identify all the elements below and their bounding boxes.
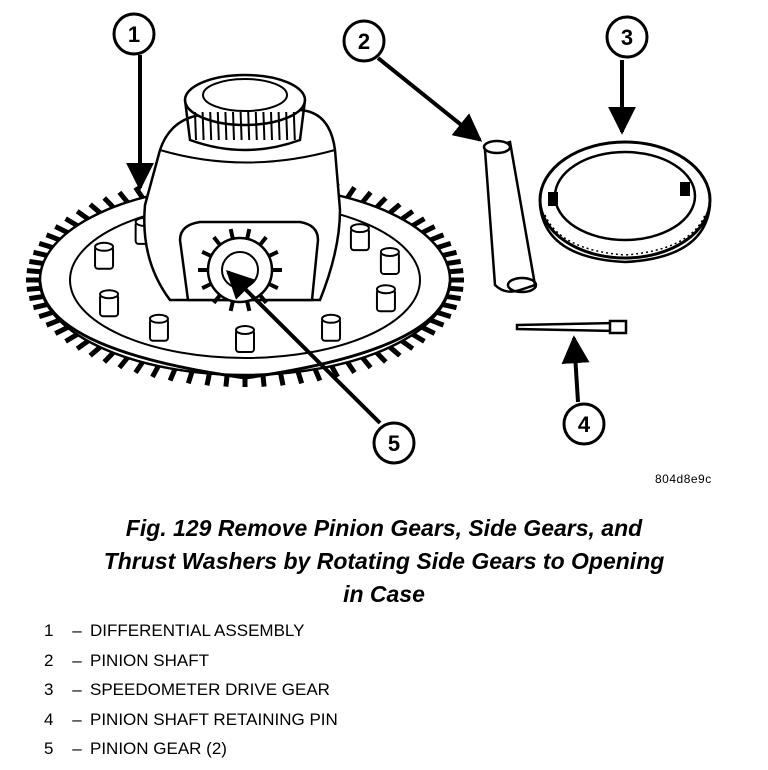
- leader-5: [226, 270, 382, 425]
- figure-caption: Fig. 129 Remove Pinion Gears, Side Gears…: [20, 512, 748, 611]
- legend-item: 4–PINION SHAFT RETAINING PIN: [44, 709, 338, 729]
- callout-4: 4: [562, 402, 606, 446]
- figure-code: 804d8e9c: [655, 472, 712, 486]
- parts-legend: 1–DIFFERENTIAL ASSEMBLY 2–PINION SHAFT 3…: [44, 616, 338, 764]
- speedometer-drive-gear: [538, 140, 712, 264]
- caption-line-1: Fig. 129 Remove Pinion Gears, Side Gears…: [125, 515, 643, 541]
- svg-text:4: 4: [578, 412, 591, 437]
- legend-item: 3–SPEEDOMETER DRIVE GEAR: [44, 680, 330, 699]
- legend-item: 1–DIFFERENTIAL ASSEMBLY: [44, 621, 305, 640]
- caption-line-3: in Case: [343, 581, 425, 607]
- differential-illustration: 1 2 3 4 5: [26, 12, 712, 465]
- legend-item: 2–PINION SHAFT: [44, 650, 210, 670]
- ring-gear-bolts: [94, 202, 400, 353]
- leader-4: [561, 335, 590, 403]
- callout-1: 1: [112, 12, 156, 56]
- callout-5: 5: [372, 421, 416, 465]
- leader-arrows: [126, 55, 636, 425]
- svg-text:3: 3: [621, 25, 633, 50]
- svg-text:1: 1: [128, 22, 140, 47]
- caption-line-2: Thrust Washers by Rotating Side Gears to…: [103, 548, 665, 574]
- leader-2: [376, 56, 483, 142]
- callout-3: 3: [605, 15, 649, 59]
- ring-gear-teeth: [26, 173, 464, 387]
- svg-text:5: 5: [388, 431, 400, 456]
- pinion-shaft: [482, 139, 538, 294]
- differential-assembly: [26, 73, 464, 387]
- legend-item: 5–PINION GEAR (2): [44, 739, 227, 758]
- retaining-pin: [515, 319, 628, 335]
- callout-2: 2: [342, 19, 386, 63]
- svg-text:2: 2: [358, 29, 370, 54]
